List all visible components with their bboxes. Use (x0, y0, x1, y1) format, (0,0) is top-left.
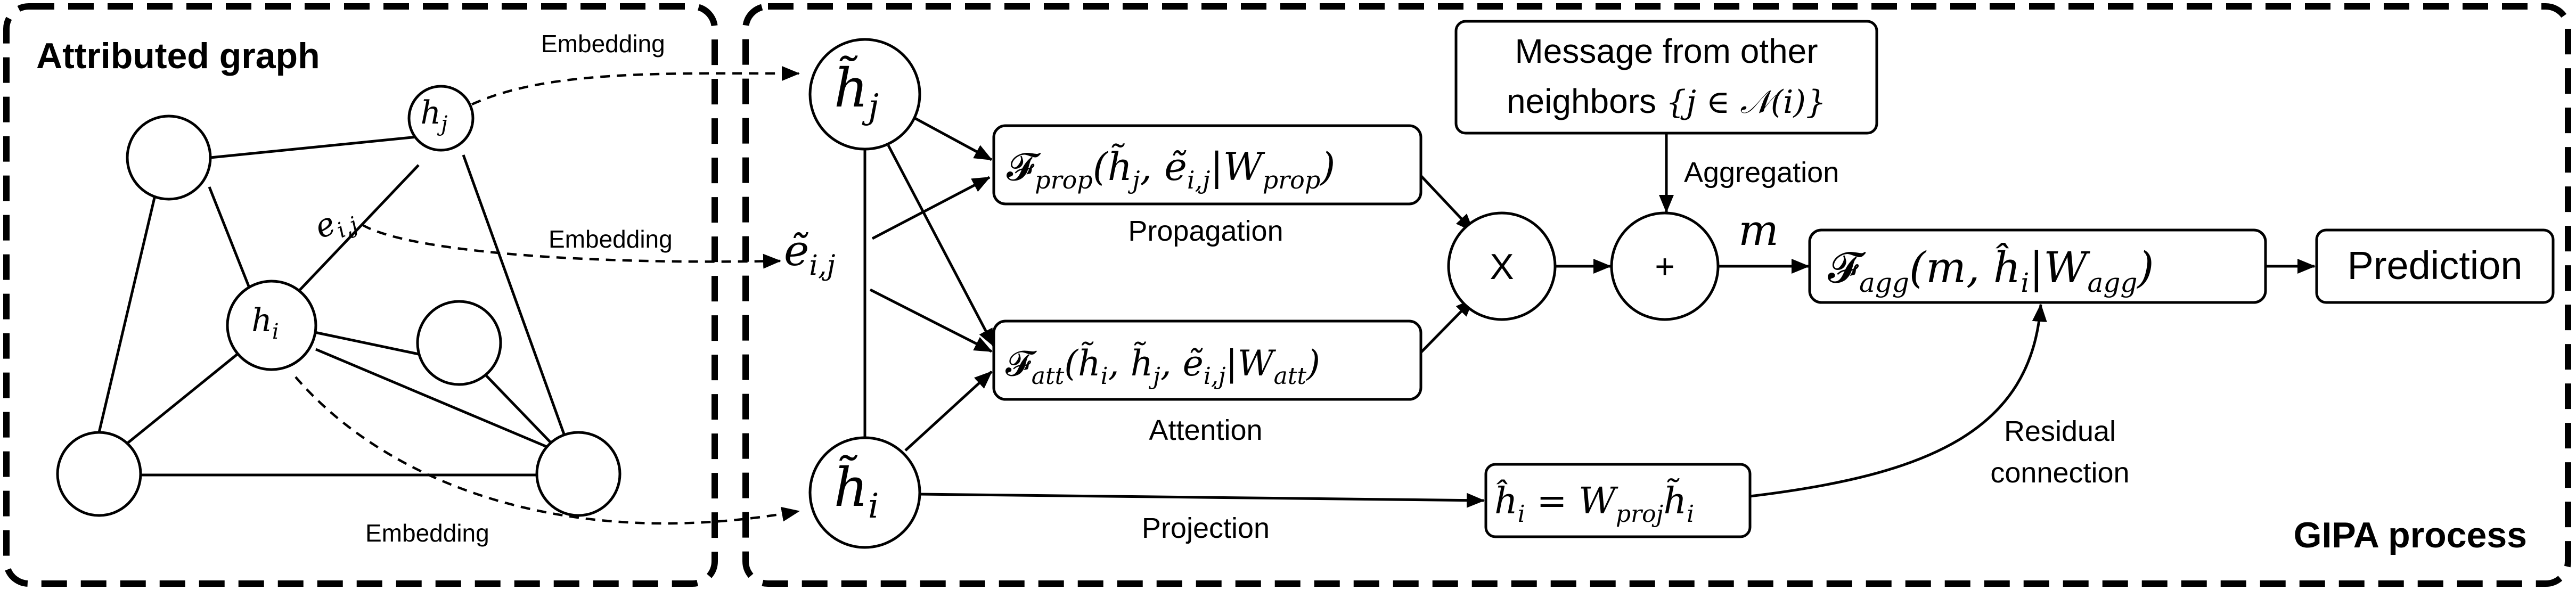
prediction-box (2315, 228, 2555, 304)
residual-connection-arrow (1749, 304, 2047, 498)
projection-formula: ĥi = Wprojh̃i (1494, 479, 1694, 528)
multiply-symbol: X (1490, 247, 1514, 287)
aggregation-label: Aggregation (1684, 157, 1839, 189)
residual-label-1: Residual (2004, 415, 2116, 447)
embedding-label-bottom: Embedding (365, 519, 489, 547)
graph-node-top-left (126, 114, 212, 201)
graph-node-hi (226, 280, 317, 371)
node-hi-tilde (808, 436, 921, 549)
attributed-graph-title: Attributed graph (36, 36, 320, 76)
prediction-label: Prediction (2347, 243, 2522, 288)
node-hj-tilde (808, 38, 921, 151)
edge-eij-tilde-label: ẽi,j (784, 226, 836, 282)
graph-node-bottom-right (535, 431, 621, 517)
gipa-process-frame (742, 3, 2571, 587)
message-line-2: neighbors{j ∈ 𝒩(i)} (1507, 82, 1826, 121)
graph-nodes (56, 85, 621, 517)
embedding-label-mid: Embedding (549, 225, 673, 253)
message-line-1: Message from other (1515, 32, 1818, 70)
m-label: m (1738, 206, 1779, 255)
embedding-arrow-bottom (295, 376, 800, 525)
f-att-formula: 𝓕att(h̃i, h̃j, ẽi,j|Watt) (1005, 342, 1320, 390)
graph-edge-eij-label: ei,j (309, 196, 362, 251)
node-hj-tilde-label: h̃j (834, 55, 879, 127)
attention-label: Attention (1149, 414, 1262, 446)
f-agg-formula: 𝓕agg(m, ĥi|Wagg) (1828, 242, 2154, 298)
residual-label-2: connection (1990, 457, 2129, 489)
graph-node-hi-label: hi (251, 302, 279, 344)
graph-node-bottom-left (56, 431, 142, 517)
input-arrows (869, 117, 995, 452)
graph-node-hj-label: hj (420, 94, 447, 136)
projection-label: Projection (1142, 512, 1270, 544)
graph-edges (97, 133, 566, 477)
graph-node-hj (407, 85, 475, 152)
node-hi-tilde-label: h̃i (834, 455, 879, 526)
gipa-process-title: GIPA process (2294, 515, 2527, 555)
attributed-graph-frame (3, 3, 718, 587)
projection-box (1484, 463, 1752, 538)
plus-symbol: + (1655, 247, 1674, 285)
propagation-label: Propagation (1128, 215, 1283, 247)
embedding-arrow-mid (361, 224, 781, 269)
f-prop-box (992, 124, 1422, 206)
embedding-arrow-top (471, 65, 800, 106)
projection-arrow (919, 493, 1485, 508)
embedding-label-top: Embedding (541, 30, 665, 58)
graph-node-mid-right (416, 300, 502, 386)
f-att-box (992, 319, 1422, 401)
